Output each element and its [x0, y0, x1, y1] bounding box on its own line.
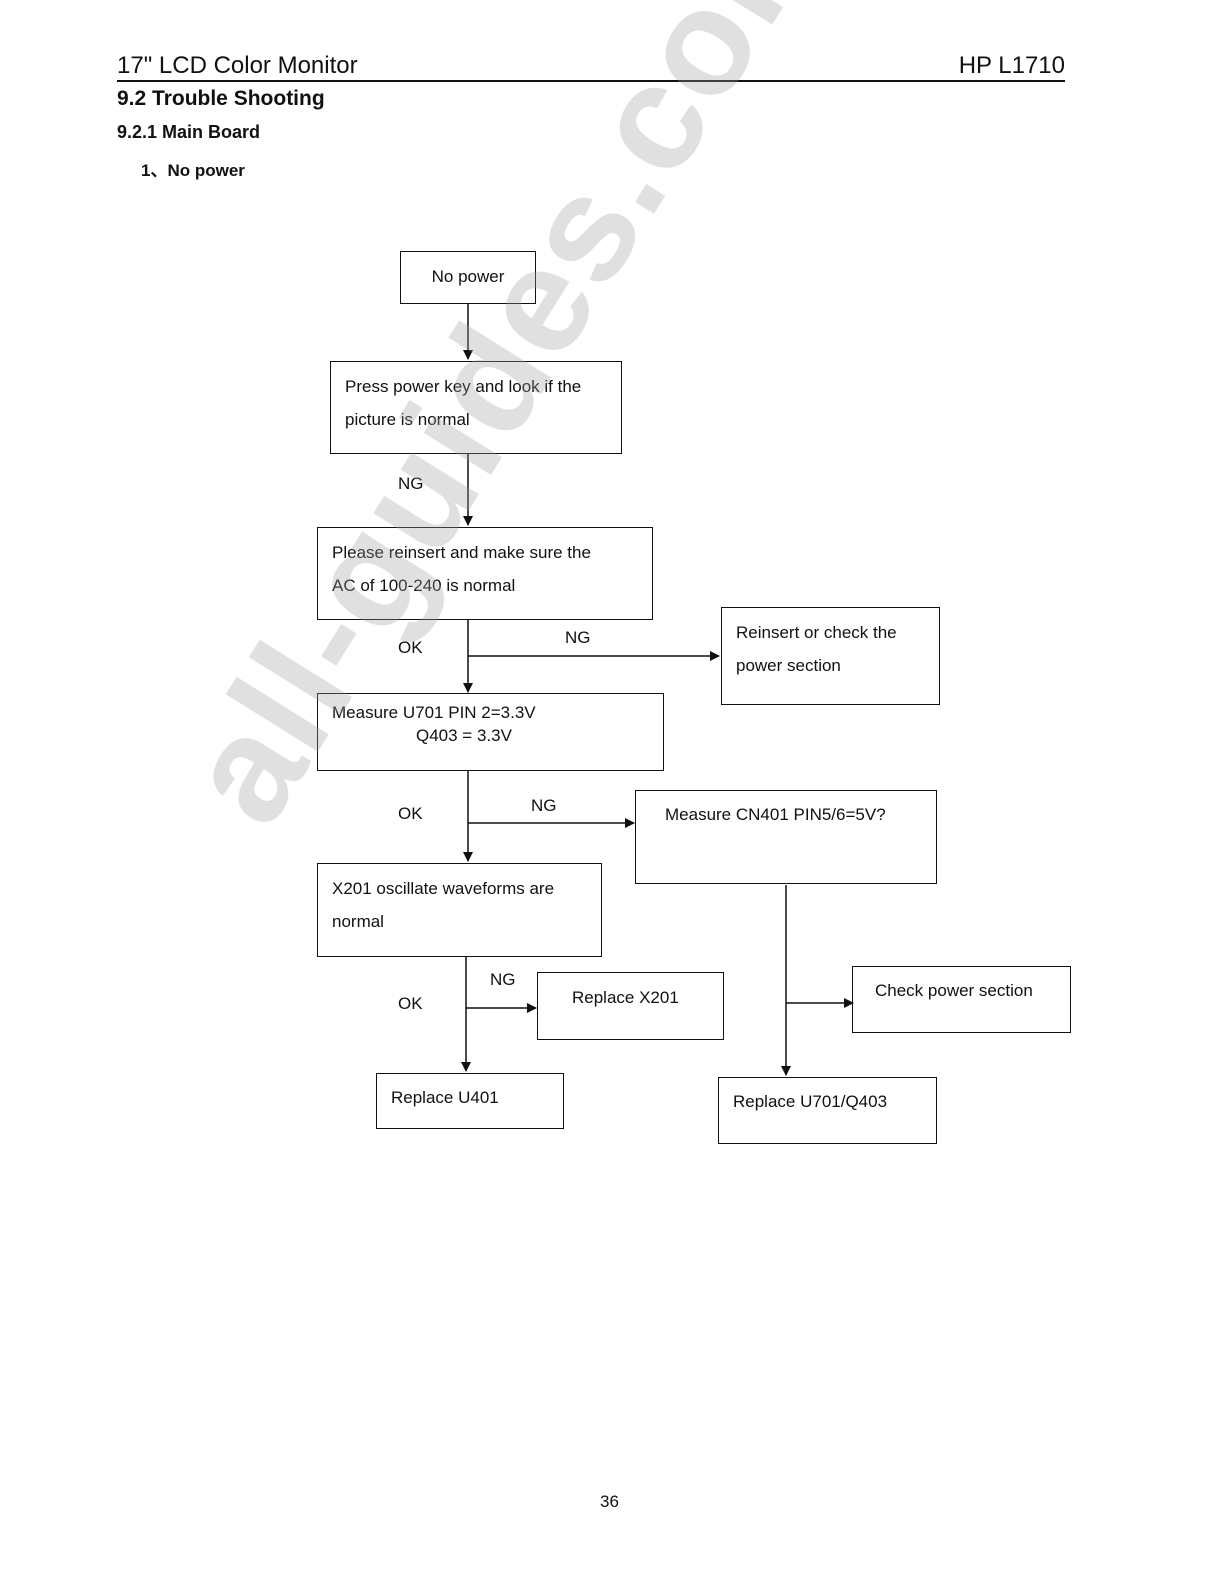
- node-check-power-section: Check power section: [852, 966, 1071, 1033]
- node-reinsert-ac-line1: Please reinsert and make sure the: [332, 543, 591, 562]
- node-x201-waveforms: X201 oscillate waveforms are normal: [317, 863, 602, 957]
- item-title: 1、No power: [141, 161, 245, 180]
- node-x201-waveforms-line1: X201 oscillate waveforms are: [332, 879, 555, 898]
- node-measure-u701-line1: Measure U701 PIN 2=3.3V: [332, 703, 536, 722]
- header-rule: [117, 80, 1065, 82]
- subsection-title: 9.2.1 Main Board: [117, 122, 261, 142]
- document-title: 17" LCD Color Monitor: [117, 52, 358, 79]
- node-reinsert-ac: Please reinsert and make sure the AC of …: [317, 527, 653, 620]
- node-measure-cn401-text: Measure CN401 PIN5/6=5V?: [665, 805, 886, 824]
- node-reinsert-check-line1: Reinsert or check the: [736, 623, 897, 642]
- node-replace-x201: Replace X201: [537, 972, 724, 1040]
- node-measure-u701: Measure U701 PIN 2=3.3V Q403 = 3.3V: [317, 693, 664, 771]
- edge-label-ok: OK: [398, 638, 423, 657]
- document-model: HP L1710: [958, 52, 1065, 79]
- node-measure-u701-line2: Q403 = 3.3V: [416, 726, 512, 745]
- edge-label-ng: NG: [565, 628, 591, 647]
- node-replace-u401-text: Replace U401: [391, 1088, 499, 1107]
- node-measure-cn401: Measure CN401 PIN5/6=5V?: [635, 790, 937, 884]
- node-no-power: No power: [400, 251, 536, 304]
- node-replace-u701-q403-text: Replace U701/Q403: [733, 1092, 888, 1111]
- node-replace-x201-text: Replace X201: [572, 988, 679, 1007]
- node-press-power-key: Press power key and look if the picture …: [330, 361, 622, 454]
- node-reinsert-check: Reinsert or check the power section: [721, 607, 940, 705]
- edge-label-ok: OK: [398, 994, 423, 1013]
- node-reinsert-check-line2: power section: [736, 656, 841, 675]
- page-number: 36: [600, 1492, 619, 1511]
- node-replace-u701-q403: Replace U701/Q403: [718, 1077, 937, 1144]
- node-press-power-key-line2: picture is normal: [345, 410, 470, 429]
- node-x201-waveforms-line2: normal: [332, 912, 384, 931]
- node-replace-u401: Replace U401: [376, 1073, 564, 1129]
- node-reinsert-ac-line2: AC of 100-240 is normal: [332, 576, 516, 595]
- node-check-power-section-text: Check power section: [875, 981, 1033, 1000]
- edge-label-ok: OK: [398, 804, 423, 823]
- node-no-power-text: No power: [431, 267, 505, 286]
- node-press-power-key-line1: Press power key and look if the: [345, 377, 582, 396]
- edge-label-ng: NG: [531, 796, 557, 815]
- section-title: 9.2 Trouble Shooting: [117, 87, 325, 110]
- edge-label-ng: NG: [398, 474, 424, 493]
- edge-label-ng: NG: [490, 970, 516, 989]
